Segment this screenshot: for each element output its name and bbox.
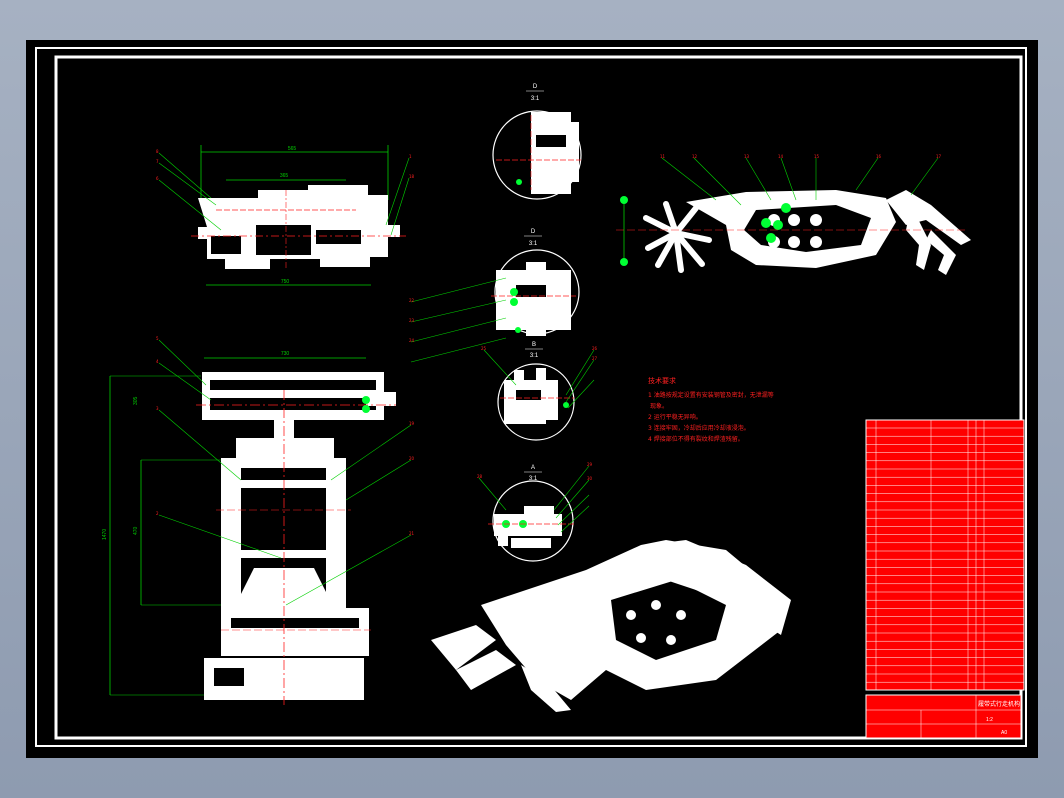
balloon-25: 25 — [481, 346, 487, 351]
balloon-8: 8 — [156, 149, 159, 154]
parts-list — [865, 419, 1025, 691]
notes-title: 技术要求 — [648, 376, 676, 385]
balloon-4: 4 — [156, 359, 159, 364]
drawing-scale: 1:2 — [986, 717, 993, 723]
balloon-7: 7 — [156, 159, 159, 164]
balloon-21: 21 — [409, 531, 415, 536]
section-b-scale: 3:1 — [530, 353, 539, 359]
balloon-11: 11 — [660, 154, 666, 159]
section-d2-scale: 3:1 — [529, 241, 538, 247]
balloon-16: 16 — [876, 154, 882, 159]
dim-front-height: 1470 — [102, 529, 108, 540]
balloon-24: 24 — [409, 338, 415, 343]
drawing-sheet-size: A0 — [1001, 730, 1007, 736]
front-view: 730 1470 470 305 — [102, 351, 396, 705]
balloon-6: 6 — [156, 176, 159, 181]
section-a-letter: A — [531, 465, 535, 471]
dim-top-inner: 365 — [280, 173, 289, 179]
section-d1-letter: D — [533, 84, 538, 90]
outer-frame — [35, 47, 1027, 747]
section-d-upper: D 3:1 — [492, 84, 582, 200]
balloon-26: 26 — [592, 346, 598, 351]
dim-front-width: 730 — [281, 351, 290, 357]
section-a-scale: 3:1 — [529, 476, 538, 482]
technical-notes: 技术要求 1 油路按规定设置有安装钢管及密封，无泄漏等 现象。 2 运行平稳无异… — [648, 376, 774, 443]
balloon-3: 3 — [156, 406, 159, 411]
dim-side-height: 305 — [133, 396, 139, 405]
balloon-18: 18 — [409, 174, 415, 179]
notes-line-5: 4 焊接部位不得有裂纹和焊渣残留。 — [648, 435, 744, 443]
balloon-14: 14 — [778, 154, 784, 159]
drawing-sheet: 565 365 750 730 1470 470 305 — [26, 40, 1038, 758]
cad-drawing: 565 365 750 730 1470 470 305 — [35, 47, 1027, 747]
dim-top-bottom: 750 — [281, 279, 290, 285]
dim-top-overall: 565 — [288, 146, 297, 152]
section-b: B 3:1 — [497, 342, 575, 441]
section-d-lower: D 3:1 — [491, 229, 580, 336]
section-a: A 3:1 — [488, 465, 574, 562]
balloon-27: 27 — [592, 356, 598, 361]
notes-line-1: 1 油路按规定设置有安装钢管及密封，无泄漏等 — [648, 391, 774, 399]
balloon-28: 28 — [477, 474, 483, 479]
balloon-15: 15 — [814, 154, 820, 159]
balloon-30: 30 — [587, 476, 593, 481]
inner-frame — [54, 55, 1023, 740]
notes-line-2: 现象。 — [650, 402, 668, 410]
isometric-view — [431, 540, 791, 712]
top-view: 565 365 750 — [191, 145, 406, 286]
notes-line-4: 3 连接牢固，冷却后应用冷却液浸泡。 — [648, 424, 750, 432]
dim-front-mid: 470 — [133, 526, 139, 535]
balloon-5: 5 — [156, 336, 159, 341]
part-balloons: 8 7 6 5 4 3 2 1 11 12 13 14 15 16 17 18 … — [156, 149, 942, 536]
notes-line-3: 2 运行平稳无异响。 — [648, 413, 702, 421]
section-views: D 3:1 D 3:1 B 3:1 — [488, 84, 582, 562]
balloon-22: 22 — [409, 298, 415, 303]
drawing-title: 履带式行走机构 — [978, 700, 1020, 708]
balloon-17: 17 — [936, 154, 942, 159]
section-d2-letter: D — [531, 229, 536, 235]
balloon-2: 2 — [156, 511, 159, 516]
balloon-12: 12 — [692, 154, 698, 159]
section-b-letter: B — [532, 342, 536, 348]
balloon-19: 19 — [409, 421, 415, 426]
balloon-1: 1 — [409, 154, 412, 159]
balloon-13: 13 — [744, 154, 750, 159]
leader-lines — [158, 152, 939, 606]
title-block: 履带式行走机构 1:2 A0 — [865, 694, 1022, 739]
balloon-20: 20 — [409, 456, 415, 461]
track-side-view — [616, 190, 971, 275]
section-d1-scale: 3:1 — [531, 96, 540, 102]
balloon-23: 23 — [409, 318, 415, 323]
balloon-29: 29 — [587, 462, 593, 467]
